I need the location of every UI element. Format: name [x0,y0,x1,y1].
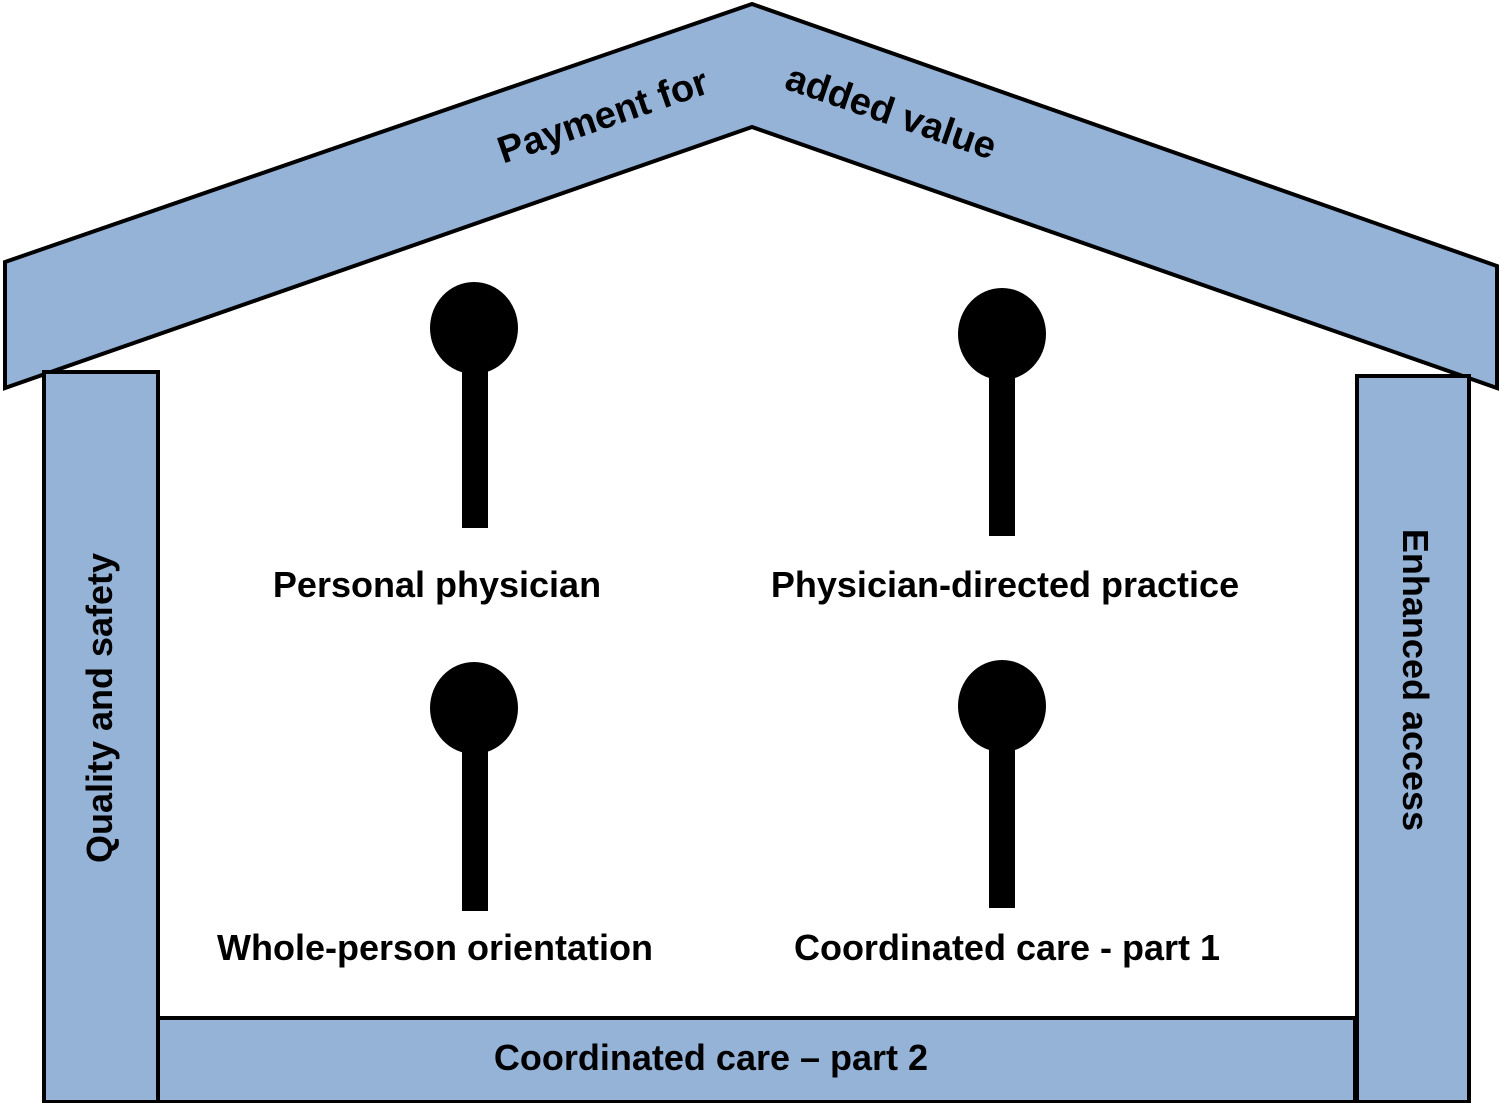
pillar-label-physician-directed-practice: Physician-directed practice [771,564,1239,605]
pin-icon [958,660,1046,908]
right-wall-label: Enhanced access [1395,529,1436,831]
right-wall [1355,374,1471,1103]
pillar-label-personal-physician: Personal physician [273,564,601,605]
left-wall-label: Quality and safety [79,553,120,863]
left-wall [42,370,160,1103]
pillar-label-coordinated-care-part-1: Coordinated care - part 1 [794,927,1220,968]
pin-icon [430,282,518,528]
roof-band [2,1,1499,391]
floor-band [156,1016,1357,1103]
pillar-label-whole-person-orientation: Whole-person orientation [217,927,653,968]
pin-icon [958,288,1046,536]
floor-label: Coordinated care – part 2 [494,1037,928,1078]
pin-icon [430,662,518,911]
